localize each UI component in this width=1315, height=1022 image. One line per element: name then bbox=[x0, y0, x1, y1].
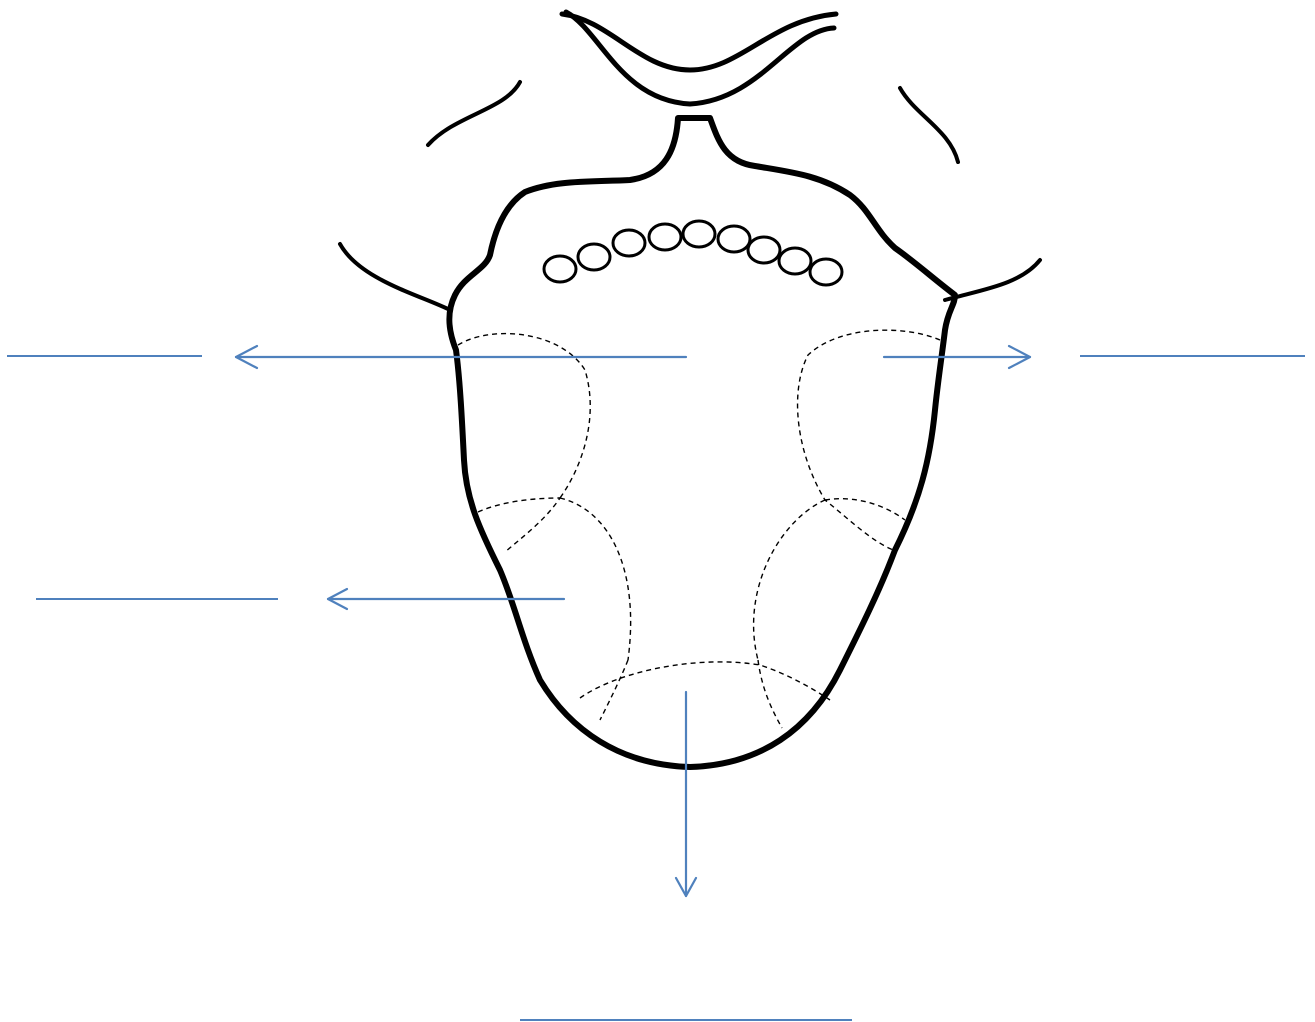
vallate-papillae bbox=[544, 221, 842, 285]
left-root-branch bbox=[340, 244, 450, 310]
answer-blanks bbox=[7, 356, 1305, 1020]
left-flap bbox=[428, 82, 520, 145]
tongue-outline bbox=[449, 118, 955, 767]
arrow-tip-down bbox=[676, 692, 696, 896]
right-root-branch bbox=[945, 260, 1040, 300]
arrow-right-upper bbox=[884, 346, 1030, 368]
pointer-arrows bbox=[236, 346, 1030, 896]
taste-regions bbox=[458, 330, 940, 728]
right-flap bbox=[900, 88, 958, 162]
upper-arch bbox=[562, 12, 836, 104]
arrow-left-upper bbox=[236, 346, 686, 368]
arrow-left-lower bbox=[328, 589, 564, 609]
